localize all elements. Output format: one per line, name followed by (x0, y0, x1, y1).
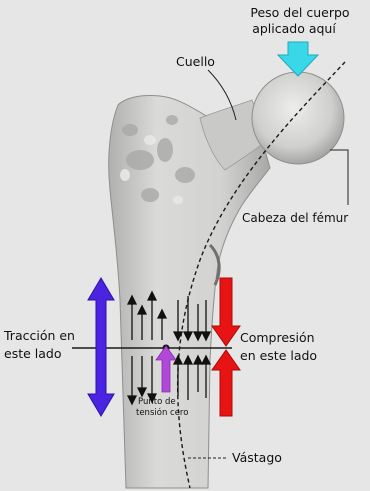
traction-label-line2: este lado (4, 346, 61, 361)
body-weight-label-line1: Peso del cuerpo (250, 5, 349, 20)
femur-head-label: Cabeza del fémur (242, 211, 348, 225)
neutral-point-label-line1: Punto de (138, 397, 176, 407)
body-weight-label-line2: aplicado aquí (252, 21, 336, 36)
neck-label: Cuello (176, 54, 215, 69)
traction-label-line1: Tracción en (3, 328, 75, 343)
neutral-point-label-line2: tensión cero (136, 407, 188, 418)
shaft-label: Vástago (232, 450, 282, 465)
compression-label-line2: en este lado (240, 348, 317, 363)
compression-label-line1: Compresión (240, 330, 315, 345)
